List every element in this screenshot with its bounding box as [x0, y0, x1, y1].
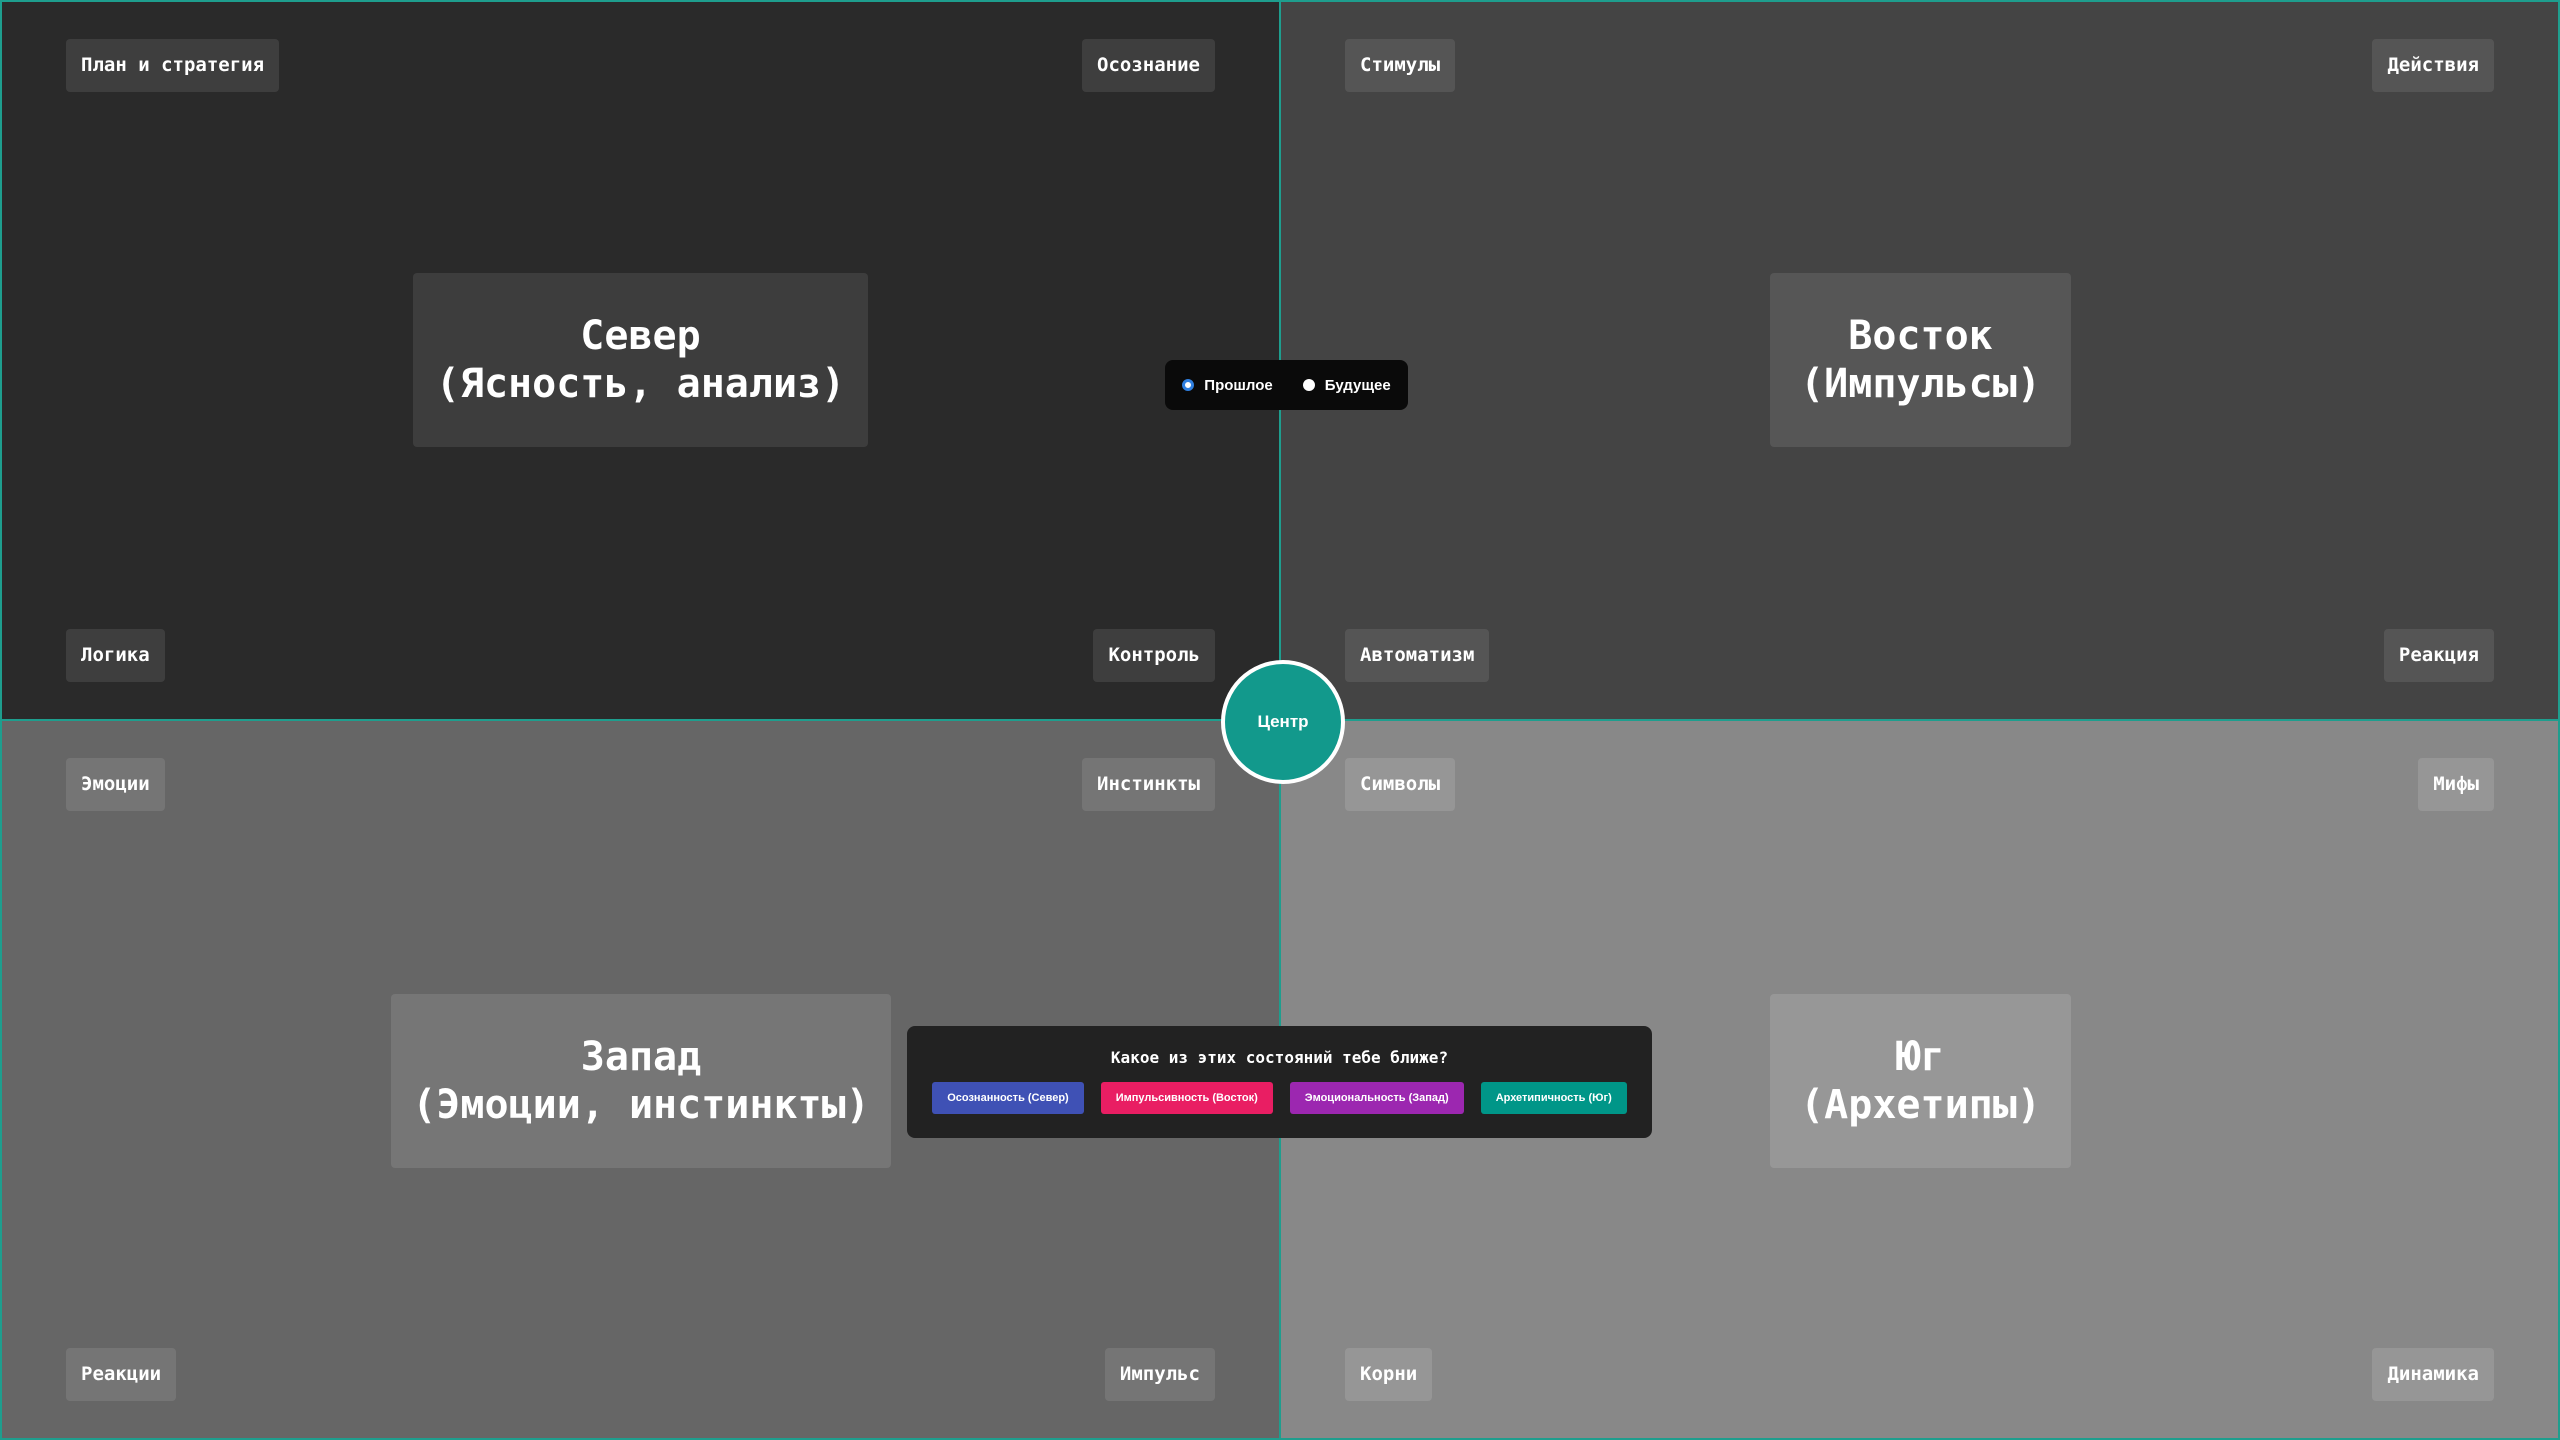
tag-emotions[interactable]: Эмоции: [66, 758, 165, 811]
choice-awareness-button[interactable]: Осознанность (Север): [932, 1082, 1084, 1114]
tag-reaction[interactable]: Реакция: [2383, 629, 2494, 682]
tag-plan-strategy[interactable]: План и стратегия: [66, 39, 280, 92]
tag-actions[interactable]: Действия: [2372, 39, 2494, 92]
tag-stimuli[interactable]: Стимулы: [1345, 39, 1456, 92]
radio-past-label: Прошлое: [1204, 376, 1273, 394]
tag-myths[interactable]: Мифы: [2418, 758, 2494, 811]
quadrant-north: План и стратегия Осознание Логика Контро…: [0, 0, 1281, 721]
radio-future-indicator[interactable]: [1302, 379, 1315, 391]
tag-instincts[interactable]: Инстинкты: [1082, 758, 1215, 811]
question-panel: Какое из этих состояний тебе ближе? Осоз…: [907, 1026, 1652, 1138]
quadrant-west-title: Запад (Эмоции, инстинкты): [391, 994, 891, 1168]
quadrant-south-title: Юг (Архетипы): [1770, 994, 2071, 1168]
choice-impulsivity-button[interactable]: Импульсивность (Восток): [1100, 1082, 1273, 1114]
tag-logic[interactable]: Логика: [66, 629, 165, 682]
quadrant-east: Стимулы Действия Автоматизм Реакция Вост…: [1279, 0, 2560, 721]
tag-reactions[interactable]: Реакции: [66, 1348, 177, 1401]
tag-awareness[interactable]: Осознание: [1082, 39, 1215, 92]
radio-future-label: Будущее: [1324, 376, 1391, 394]
choice-emotionality-button[interactable]: Эмоциональность (Запад): [1289, 1082, 1464, 1114]
time-toggle: Прошлое Будущее: [1165, 360, 1408, 410]
tag-roots[interactable]: Корни: [1345, 1348, 1433, 1401]
tag-dynamics[interactable]: Динамика: [2372, 1348, 2494, 1401]
choice-list: Осознанность (Север) Импульсивность (Вос…: [907, 1082, 1652, 1114]
quadrant-east-title: Восток (Импульсы): [1770, 273, 2071, 447]
radio-future[interactable]: Будущее: [1302, 376, 1391, 394]
radio-past-indicator[interactable]: [1182, 379, 1195, 391]
quadrant-north-title: Север (Ясность, анализ): [413, 273, 868, 447]
center-button[interactable]: Центр: [1221, 660, 1345, 784]
choice-archetypality-button[interactable]: Архетипичность (Юг): [1480, 1082, 1627, 1114]
tag-control[interactable]: Контроль: [1093, 629, 1215, 682]
tag-automatism[interactable]: Автоматизм: [1345, 629, 1490, 682]
question-title: Какое из этих состояний тебе ближе?: [1110, 1048, 1449, 1067]
tag-impulse[interactable]: Импульс: [1104, 1348, 1215, 1401]
radio-past[interactable]: Прошлое: [1182, 376, 1273, 394]
tag-symbols[interactable]: Символы: [1345, 758, 1456, 811]
